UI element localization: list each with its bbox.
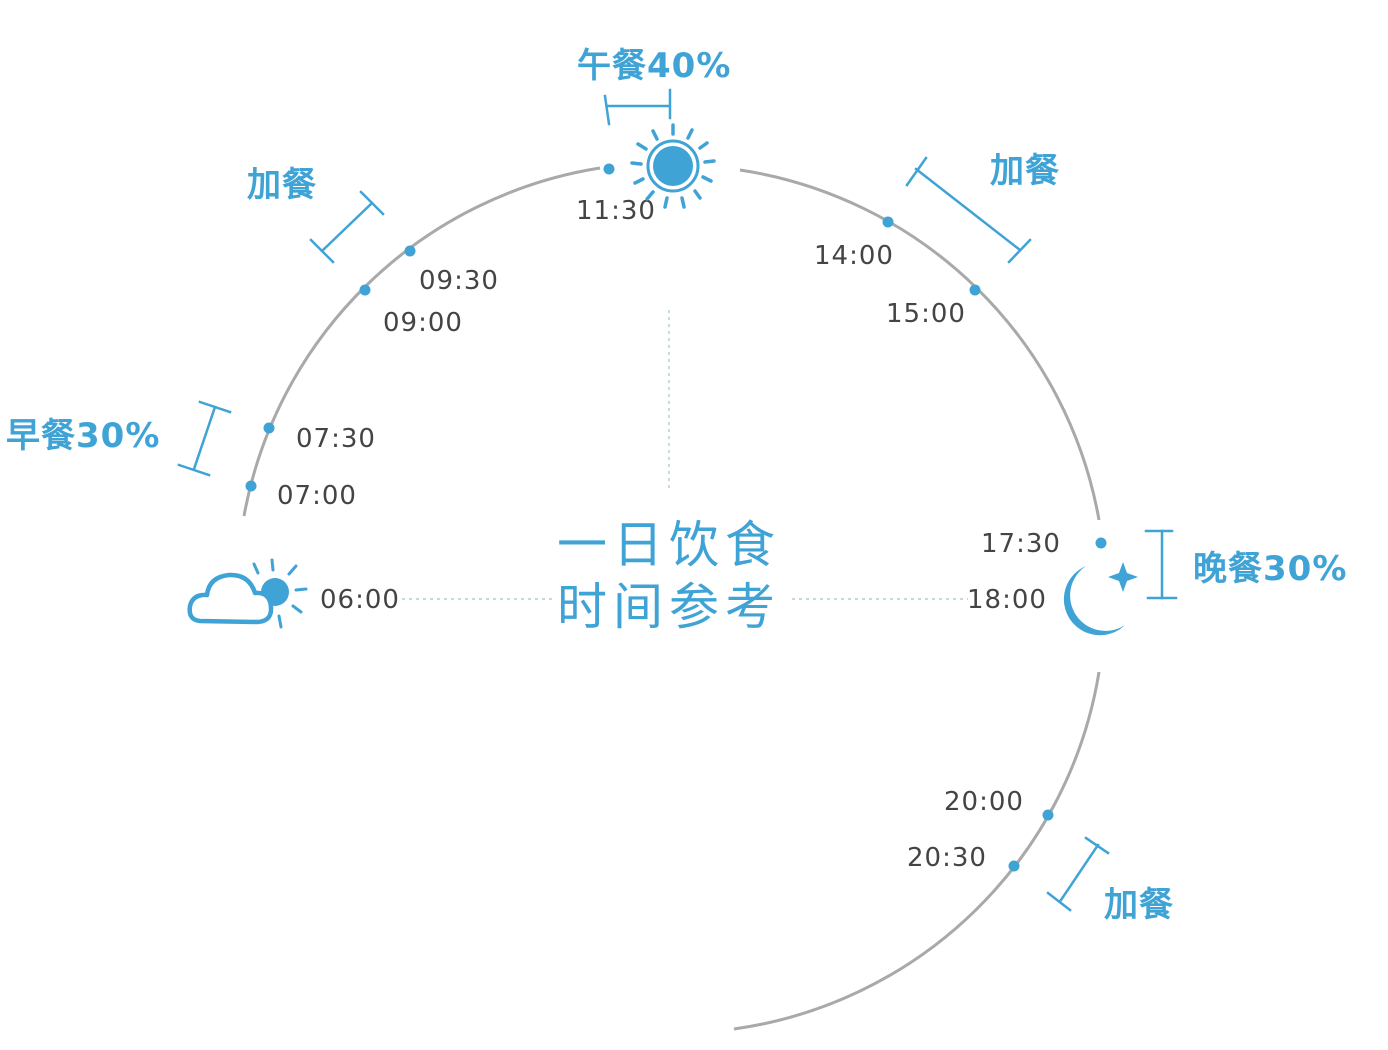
- guide-lines: [402, 310, 968, 600]
- sun-icon: [630, 123, 716, 209]
- cloud-sun-icon: [187, 558, 308, 629]
- arc-segment-morning: [242, 166, 601, 517]
- meal-labels: 早餐30% 加餐 午餐40% 加餐 晚餐30% 加餐: [6, 46, 1347, 925]
- bracket-dinner: [1144, 529, 1178, 600]
- time-label-1130: 11:30: [576, 196, 656, 226]
- meal-label-snack-afternoon: 加餐: [990, 151, 1060, 191]
- time-label-0900: 09:00: [383, 308, 463, 338]
- bracket-snack-morning: [309, 190, 385, 264]
- dot-1500: [969, 284, 981, 296]
- arc-segment-evening: [733, 671, 1101, 1031]
- center-title-line1: 一日饮食: [557, 516, 781, 574]
- time-label-0700: 07:00: [277, 481, 357, 511]
- dot-2000: [1042, 809, 1054, 821]
- dot-1730: [1095, 537, 1107, 549]
- meal-label-dinner: 晚餐30%: [1193, 549, 1347, 589]
- dot-0730: [263, 422, 275, 434]
- dot-0900: [359, 284, 371, 296]
- center-title: 一日饮食 时间参考: [557, 516, 781, 636]
- time-label-1400: 14:00: [814, 241, 894, 271]
- dot-1400: [882, 216, 894, 228]
- meal-label-lunch: 午餐40%: [577, 46, 731, 86]
- bracket-snack-afternoon: [905, 156, 1032, 264]
- meal-label-snack-morning: 加餐: [247, 165, 317, 205]
- time-label-1500: 15:00: [886, 299, 966, 329]
- time-label-1800: 18:00: [967, 585, 1047, 615]
- dot-2030: [1008, 860, 1020, 872]
- time-label-0930: 09:30: [419, 266, 499, 296]
- time-label-2000: 20:00: [944, 787, 1024, 817]
- bracket-lunch: [603, 88, 672, 126]
- time-labels: 06:00 07:00 07:30 09:00 09:30 11:30 14:0…: [277, 196, 1061, 873]
- meal-label-snack-evening: 加餐: [1104, 885, 1174, 925]
- dot-0930: [404, 245, 416, 257]
- time-label-0730: 07:30: [296, 424, 376, 454]
- arc-segment-afternoon: [739, 168, 1101, 521]
- dot-1130: [603, 163, 615, 175]
- bracket-breakfast: [177, 400, 232, 477]
- time-label-0600: 06:00: [320, 585, 400, 615]
- time-dots: [245, 163, 1107, 872]
- meal-label-breakfast: 早餐30%: [6, 416, 160, 456]
- time-label-1730: 17:30: [981, 529, 1061, 559]
- time-label-2030: 20:30: [907, 843, 987, 873]
- moon-star-icon: [1063, 562, 1138, 636]
- dot-0700: [245, 480, 257, 492]
- meal-brackets: [177, 88, 1178, 912]
- center-title-line2: 时间参考: [557, 578, 781, 636]
- bracket-snack-evening: [1046, 836, 1110, 912]
